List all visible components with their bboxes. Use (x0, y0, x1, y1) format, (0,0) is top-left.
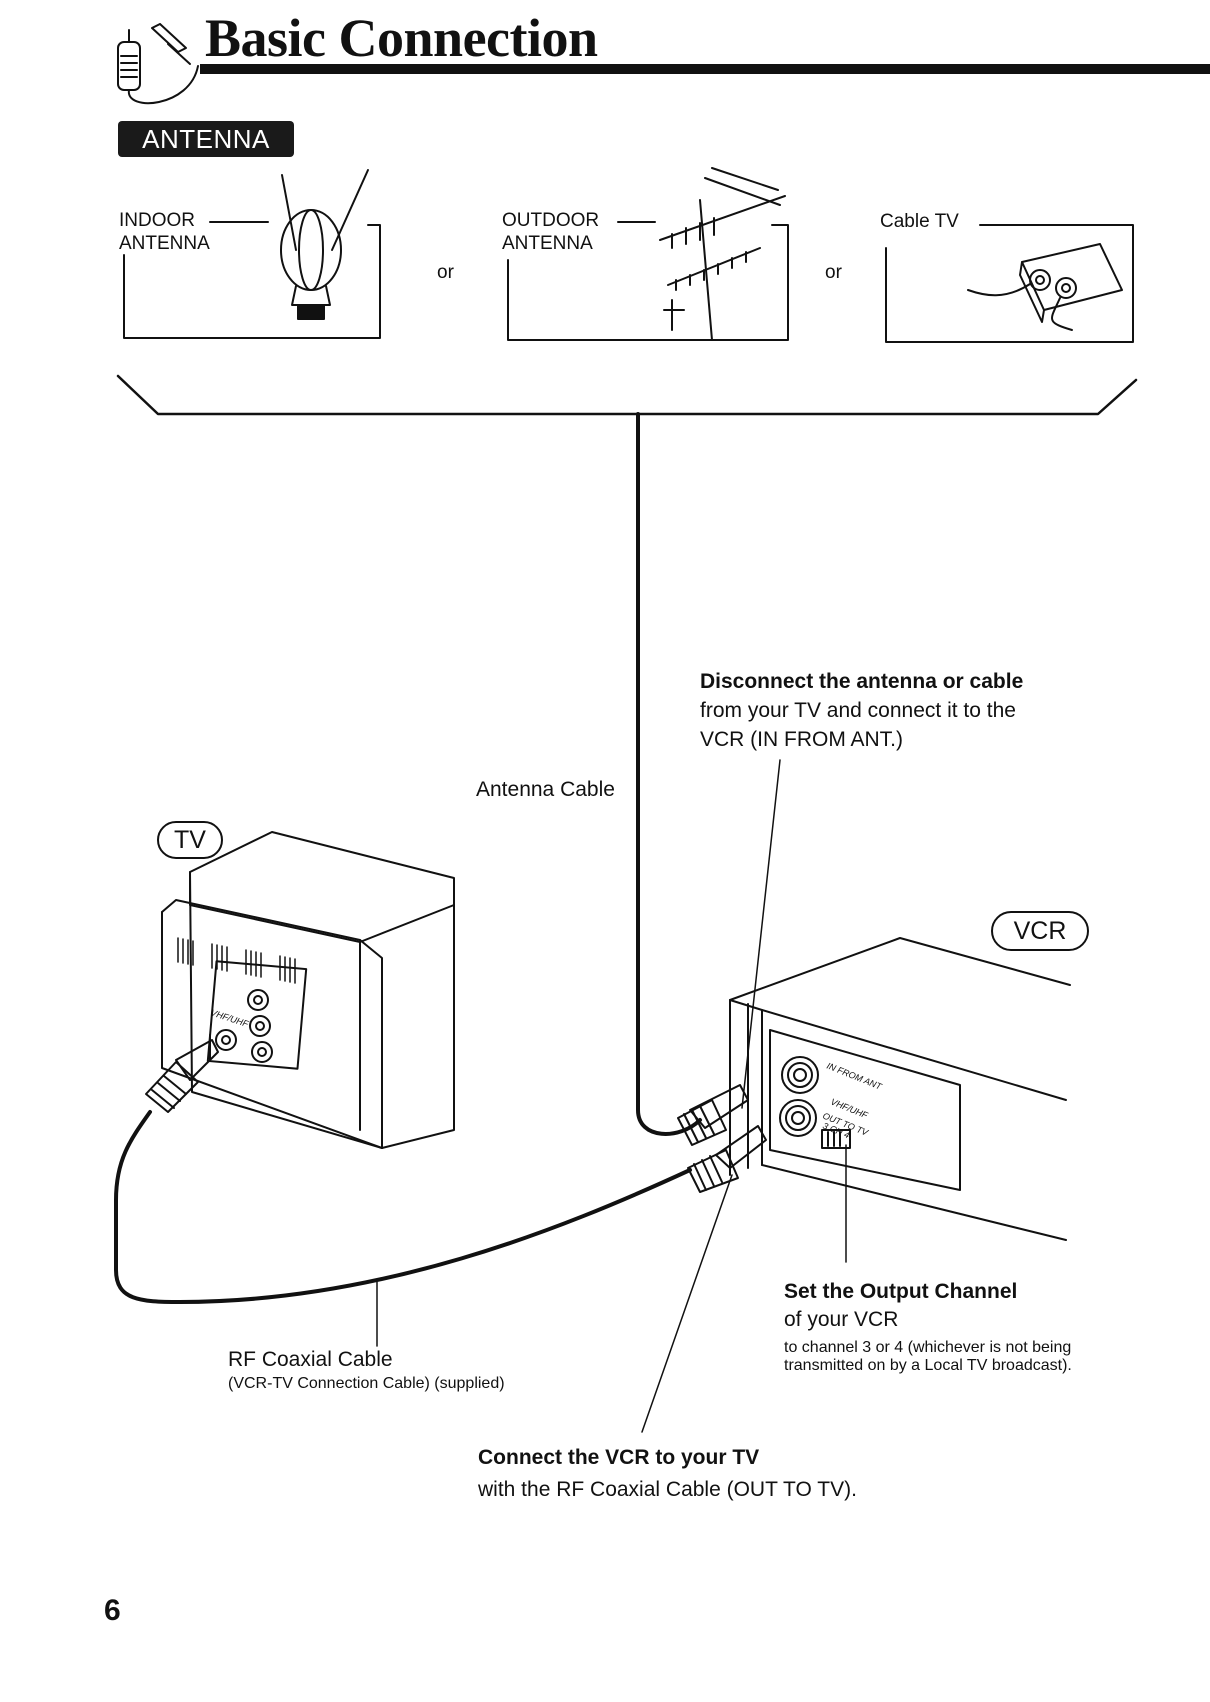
or-separator-2: or (825, 262, 842, 283)
disconnect-callout-title: Disconnect the antenna or cable (700, 670, 1024, 693)
output-callout-line3: transmitted on by a Local TV broadcast). (784, 1357, 1072, 1374)
vcr-plug-icon (677, 1084, 767, 1193)
output-callout-line2: to channel 3 or 4 (whichever is not bein… (784, 1339, 1072, 1356)
tv-illustration (161, 831, 455, 1149)
vcr-illustration (729, 937, 1071, 1241)
tv-vhf-uhf-label: VHF/UHF (209, 1007, 250, 1029)
cable-splitter-icon (967, 243, 1123, 331)
title-rule (200, 64, 1210, 74)
outdoor-antenna-box (507, 224, 789, 341)
cable-tv-label: Cable TV (880, 211, 959, 232)
or-separator-1: or (437, 262, 454, 283)
tv-plug-icon (145, 1039, 219, 1113)
page-title: Basic Connection (205, 8, 598, 68)
tv-tag: TV (174, 826, 206, 854)
disconnect-callout-line2: VCR (IN FROM ANT.) (700, 728, 903, 751)
section-badge: ANTENNA (118, 121, 294, 157)
indoor-antenna-box (123, 224, 381, 339)
indoor-label-line2: ANTENNA (119, 233, 210, 254)
indoor-label-line1: INDOOR (119, 210, 195, 231)
plug-icon (117, 23, 199, 105)
rf-callout-line2: (VCR-TV Connection Cable) (supplied) (228, 1375, 505, 1392)
connect-callout-line1: with the RF Coaxial Cable (OUT TO TV). (478, 1478, 857, 1501)
outdoor-antenna-icon (659, 167, 786, 341)
output-callout-line1: of your VCR (784, 1308, 899, 1331)
page-number: 6 (104, 1594, 121, 1627)
source-bracket (116, 374, 1138, 416)
rf-callout-line1: RF Coaxial Cable (228, 1348, 393, 1371)
disconnect-leader (741, 759, 781, 1109)
vcr-tag: VCR (1013, 917, 1067, 945)
connect-callout-title: Connect the VCR to your TV (478, 1446, 760, 1469)
tv-tag-outline (157, 821, 223, 859)
output-callout-title: Set the Output Channel (784, 1280, 1018, 1303)
disconnect-callout-line1: from your TV and connect it to the (700, 699, 1016, 722)
connect-leader (641, 1174, 733, 1433)
outdoor-label-line1: OUTDOOR (502, 210, 600, 231)
antenna-cable-label: Antenna Cable (476, 778, 615, 801)
antenna-cable (636, 412, 702, 1136)
vcr-in-from-ant-label: IN FROM ANT (825, 1061, 884, 1093)
indoor-antenna-icon (280, 169, 369, 320)
rf-coaxial-cable (114, 1110, 692, 1304)
cable-tv-box (885, 224, 1134, 343)
vcr-tag-outline (991, 911, 1089, 951)
outdoor-label-line2: ANTENNA (502, 233, 593, 254)
